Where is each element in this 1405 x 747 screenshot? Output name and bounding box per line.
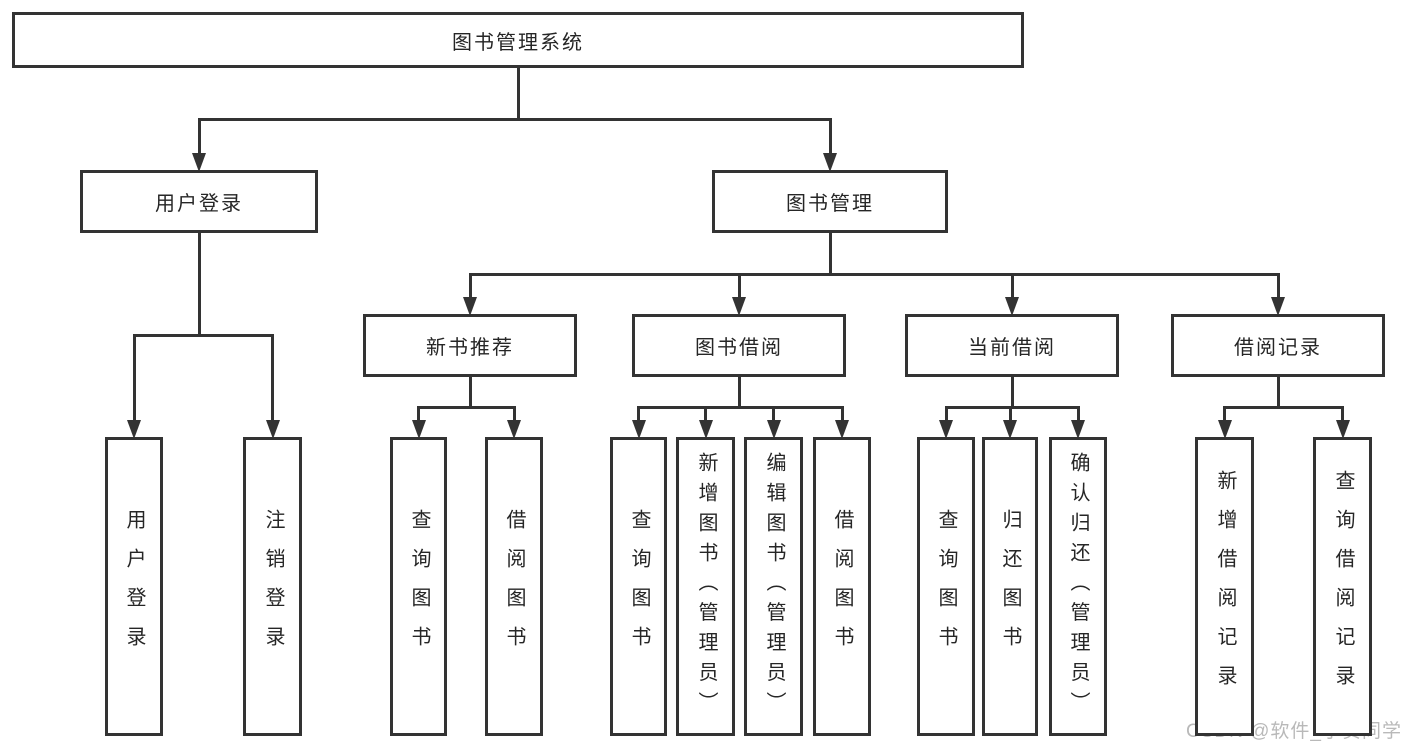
node-edit-book-admin: 编辑图书（管理员） [744, 437, 803, 736]
node-query-book-cb: 查询图书 [917, 437, 975, 736]
connector-segment [1223, 407, 1226, 420]
node-user-login-leaf: 用户登录 [105, 437, 163, 736]
arrow-down-icon [1005, 297, 1019, 316]
node-logout-leaf: 注销登录 [243, 437, 302, 736]
node-user-login: 用户登录 [80, 170, 318, 233]
connector-segment [637, 405, 844, 409]
connector-segment [417, 405, 516, 409]
node-borrow-records: 借阅记录 [1171, 314, 1385, 377]
connector-segment [704, 407, 707, 420]
node-add-book-admin: 新增图书（管理员） [676, 437, 735, 736]
arrow-down-icon [265, 420, 280, 439]
node-return-book: 归还图书 [982, 437, 1038, 736]
connector-segment [772, 407, 775, 420]
arrow-down-icon [1217, 420, 1232, 439]
connector-segment [197, 119, 201, 153]
connector-segment [417, 407, 420, 420]
arrow-down-icon [631, 420, 646, 439]
connector-segment [1008, 407, 1012, 420]
connector-segment [1276, 377, 1280, 407]
node-borrow-book-bb: 借阅图书 [813, 437, 871, 736]
connector-segment [512, 407, 516, 420]
connector-segment [197, 233, 201, 335]
node-query-book-bb: 查询图书 [610, 437, 667, 736]
connector-segment [516, 68, 520, 119]
node-book-mgmt: 图书管理 [712, 170, 948, 233]
connector-segment [828, 233, 832, 274]
connector-segment [637, 407, 640, 420]
connector-segment [468, 272, 1280, 276]
connector-segment [737, 274, 741, 297]
connector-segment [132, 333, 274, 337]
arrow-down-icon [939, 420, 953, 439]
arrow-down-icon [411, 420, 426, 439]
arrow-down-icon [1003, 420, 1017, 439]
node-current-borrow: 当前借阅 [905, 314, 1119, 377]
connector-segment [737, 377, 741, 407]
node-new-book-rec: 新书推荐 [363, 314, 577, 377]
arrow-down-icon [1271, 297, 1285, 316]
arrow-down-icon [732, 297, 746, 316]
connector-segment [944, 405, 1080, 409]
node-confirm-return-admin: 确认归还（管理员） [1049, 437, 1107, 736]
arrow-down-icon [463, 297, 477, 316]
arrow-down-icon [823, 153, 837, 172]
node-borrow-book-rec: 借阅图书 [485, 437, 543, 736]
arrow-down-icon [698, 420, 713, 439]
connector-segment [1223, 405, 1344, 409]
arrow-down-icon [1335, 420, 1350, 439]
connector-segment [1276, 274, 1280, 297]
arrow-down-icon [766, 420, 781, 439]
arrow-down-icon [835, 420, 849, 439]
connector-segment [828, 119, 832, 153]
node-book-borrow: 图书借阅 [632, 314, 846, 377]
connector-segment [1010, 274, 1014, 297]
connector-segment [132, 335, 136, 420]
connector-segment [1010, 377, 1014, 407]
node-query-book-rec: 查询图书 [390, 437, 447, 736]
connector-segment [468, 274, 472, 297]
arrow-down-icon [507, 420, 521, 439]
node-add-borrow-record: 新增借阅记录 [1195, 437, 1254, 736]
connector-segment [1076, 407, 1080, 420]
node-root: 图书管理系统 [12, 12, 1024, 68]
connector-segment [468, 377, 472, 407]
arrow-down-icon [192, 153, 206, 172]
connector-segment [197, 117, 832, 121]
connector-segment [1341, 407, 1344, 420]
arrow-down-icon [127, 420, 141, 439]
arrow-down-icon [1071, 420, 1085, 439]
connector-segment [271, 335, 274, 420]
node-query-borrow-record: 查询借阅记录 [1313, 437, 1372, 736]
connector-segment [840, 407, 844, 420]
connector-segment [944, 407, 948, 420]
